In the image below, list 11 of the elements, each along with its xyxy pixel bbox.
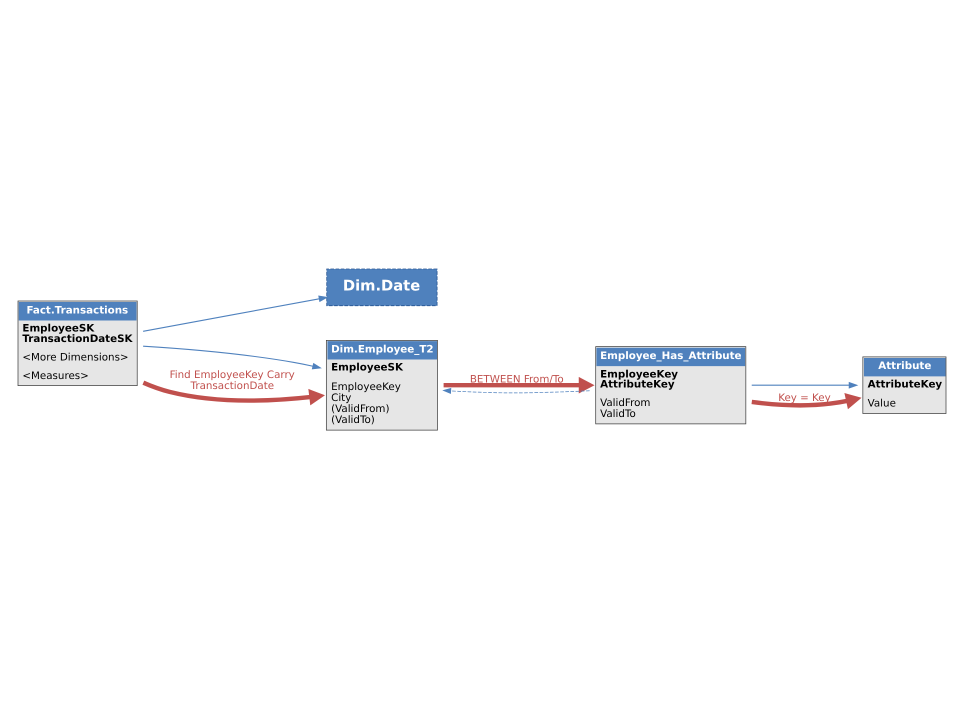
arrow [752, 382, 858, 389]
arrow [444, 376, 595, 394]
arrow [442, 388, 590, 394]
edge-label: BETWEEN From/To [470, 373, 564, 386]
edge-label: Key = Key [778, 392, 831, 404]
node-box: Dim.Date [326, 268, 438, 306]
edge-label: Find EmployeeKey Carry TransactionDate [170, 369, 295, 392]
arrow [143, 296, 328, 332]
arrow [752, 393, 862, 410]
arrow [143, 346, 322, 370]
arrow [142, 380, 325, 406]
